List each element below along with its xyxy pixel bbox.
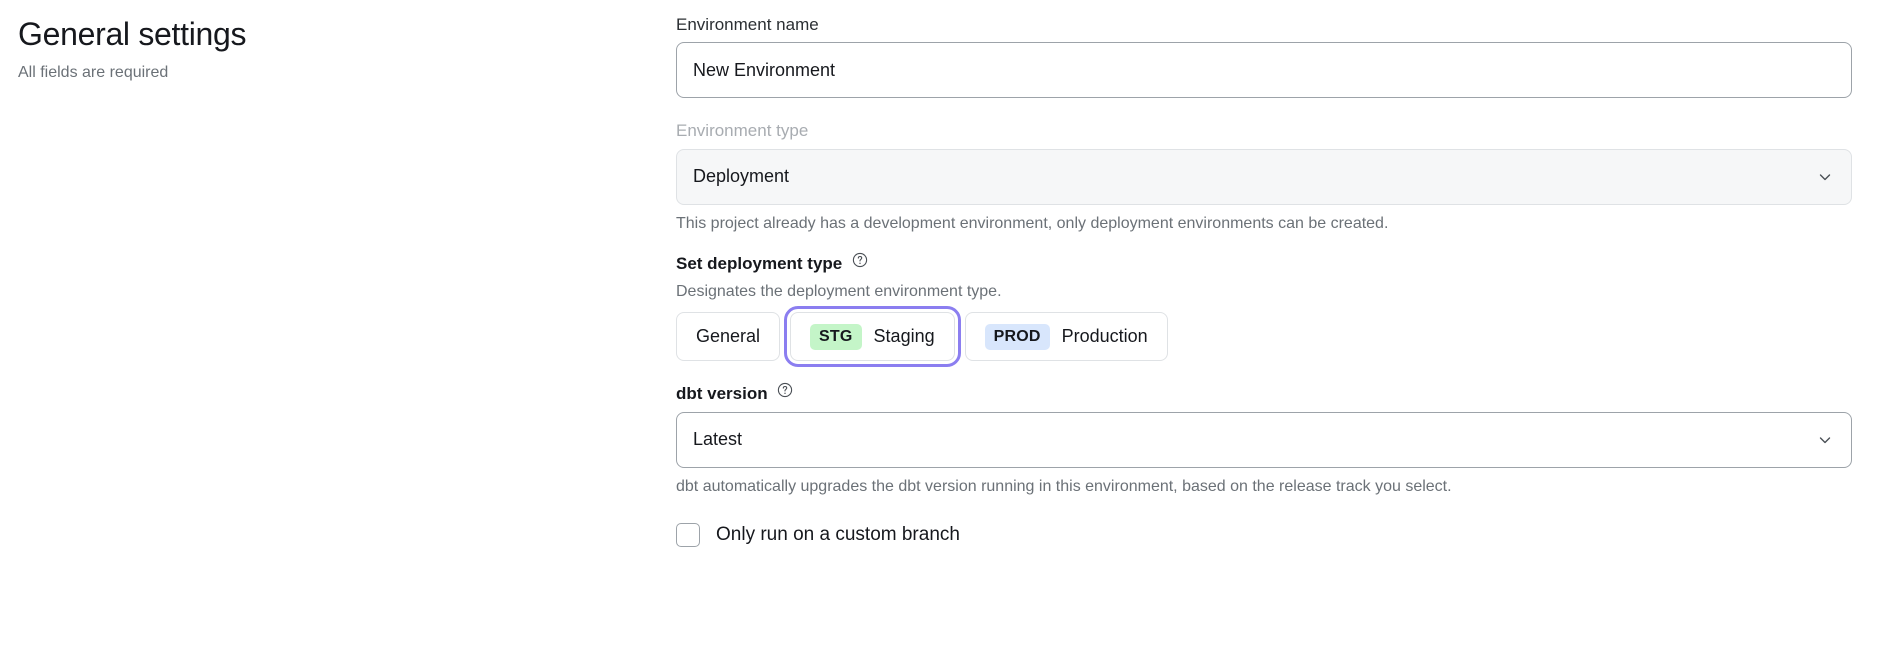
- custom-branch-checkbox[interactable]: [676, 523, 700, 548]
- deployment-type-label-text: Set deployment type: [676, 254, 843, 274]
- deployment-type-field-group: Set deployment type Designates the deplo…: [676, 252, 1852, 368]
- page-title: General settings: [18, 16, 247, 52]
- environment-name-label: Environment name: [676, 15, 819, 34]
- question-circle-icon[interactable]: [777, 382, 793, 398]
- staging-badge: STG: [810, 324, 862, 350]
- environment-type-value: Deployment: [693, 166, 790, 186]
- general-settings-form: Environment name New Environment Environ…: [676, 14, 1852, 548]
- environment-type-select[interactable]: Deployment: [676, 148, 1852, 205]
- dbt-version-label-text: dbt version: [676, 384, 768, 404]
- deployment-type-option-general-label: General: [696, 326, 761, 347]
- question-circle-icon[interactable]: [852, 252, 868, 268]
- deployment-type-description: Designates the deployment environment ty…: [676, 282, 1002, 300]
- dbt-version-field-group: dbt version Latest dbt automatically upg…: [676, 382, 1852, 497]
- chevron-down-icon: [1817, 169, 1833, 185]
- environment-type-hint: This project already has a development e…: [676, 214, 1389, 232]
- deployment-type-option-staging-label: Staging: [873, 326, 935, 347]
- deployment-type-option-general[interactable]: General: [676, 312, 781, 362]
- production-badge: PROD: [984, 324, 1050, 350]
- deployment-type-label: Set deployment type: [676, 252, 1852, 274]
- environment-type-field-group: Environment type Deployment This project…: [676, 120, 1852, 234]
- dbt-version-select[interactable]: Latest: [676, 411, 1852, 468]
- environment-type-label: Environment type: [676, 121, 809, 141]
- environment-name-input[interactable]: New Environment: [676, 42, 1852, 99]
- settings-header: General settings All fields are required: [18, 16, 618, 84]
- chevron-down-icon: [1817, 432, 1833, 448]
- environment-name-field-group: Environment name New Environment: [676, 14, 1852, 99]
- deployment-type-option-production-label: Production: [1061, 326, 1148, 347]
- deployment-type-option-production[interactable]: PROD Production: [964, 312, 1168, 362]
- dbt-version-hint: dbt automatically upgrades the dbt versi…: [676, 477, 1452, 495]
- custom-branch-label: Only run on a custom branch: [716, 523, 960, 545]
- custom-branch-row: Only run on a custom branch: [676, 523, 1852, 548]
- deployment-type-toggle-group: General STG Staging PROD Production: [676, 306, 1852, 368]
- dbt-version-label: dbt version: [676, 382, 1852, 404]
- deployment-type-option-staging[interactable]: STG Staging: [784, 306, 961, 368]
- page-subtitle: All fields are required: [18, 63, 169, 81]
- dbt-version-value: Latest: [693, 429, 743, 450]
